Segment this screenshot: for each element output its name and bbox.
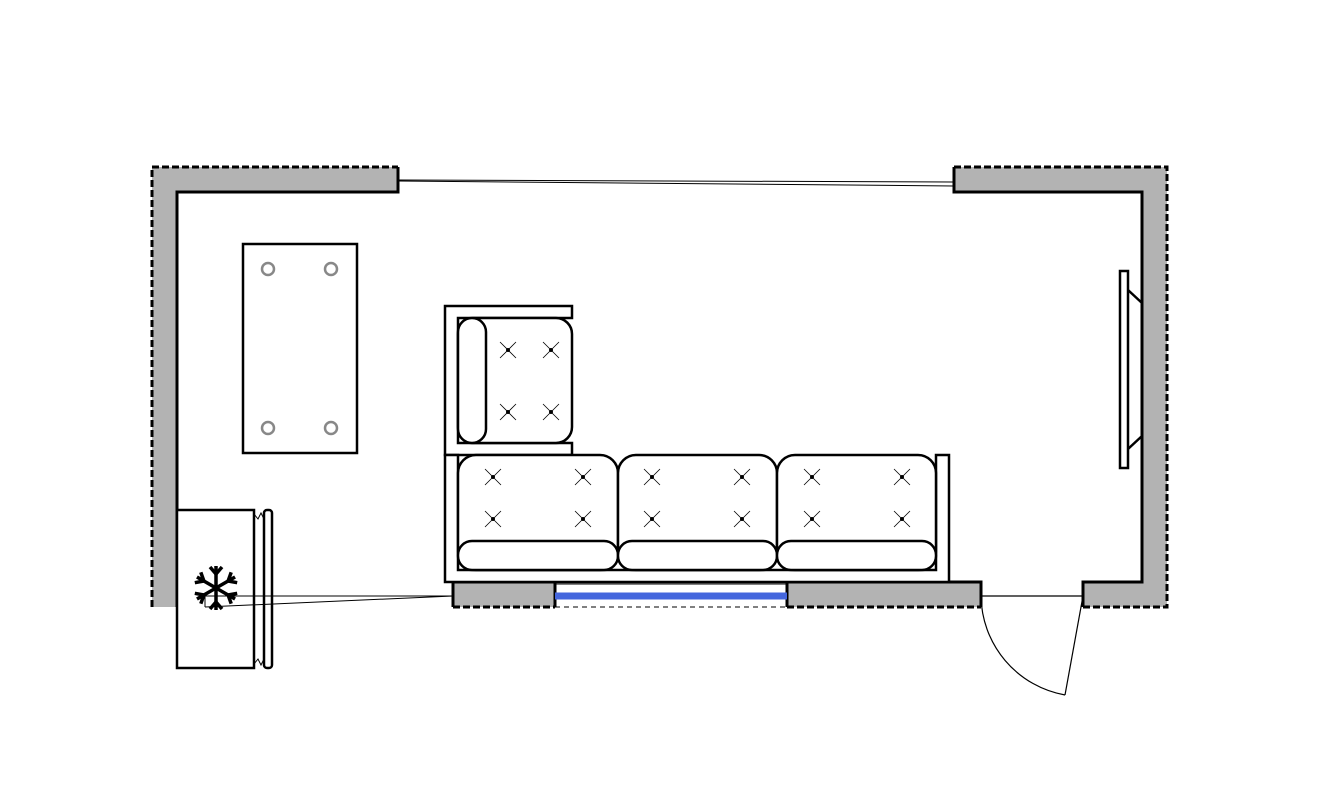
door <box>980 595 1084 696</box>
tuft-mark <box>542 341 560 359</box>
tuft-mark <box>643 510 661 528</box>
tv <box>1118 269 1143 470</box>
snowflake-icon <box>192 565 240 612</box>
sofa <box>443 304 951 584</box>
tuft-mark <box>733 510 751 528</box>
top-opening <box>397 179 955 187</box>
tuft-mark <box>484 468 502 486</box>
dining-table <box>241 242 359 455</box>
tuft-mark <box>542 403 560 421</box>
wall-bottom-left <box>453 582 555 607</box>
sofa-back-cushion-3 <box>775 539 938 572</box>
refrigerator <box>175 508 454 670</box>
tuft-mark <box>803 468 821 486</box>
tuft-mark <box>643 468 661 486</box>
tuft-mark <box>893 510 911 528</box>
tuft-mark <box>803 510 821 528</box>
sofa-back-cushion-2 <box>616 539 779 572</box>
tuft-mark <box>499 341 517 359</box>
sofa-back-cushion-1 <box>456 539 620 572</box>
tuft-mark <box>574 468 592 486</box>
sofa-tufts <box>484 341 911 528</box>
tuft-mark <box>484 510 502 528</box>
tuft-mark <box>574 510 592 528</box>
chaise-arm-cushion <box>456 316 488 445</box>
tuft-mark <box>733 468 751 486</box>
window <box>555 583 787 608</box>
tuft-mark <box>499 403 517 421</box>
tuft-mark <box>893 468 911 486</box>
table-legs <box>260 261 339 436</box>
wall-top-right <box>954 167 1167 607</box>
wall-bottom-middle <box>787 582 981 607</box>
